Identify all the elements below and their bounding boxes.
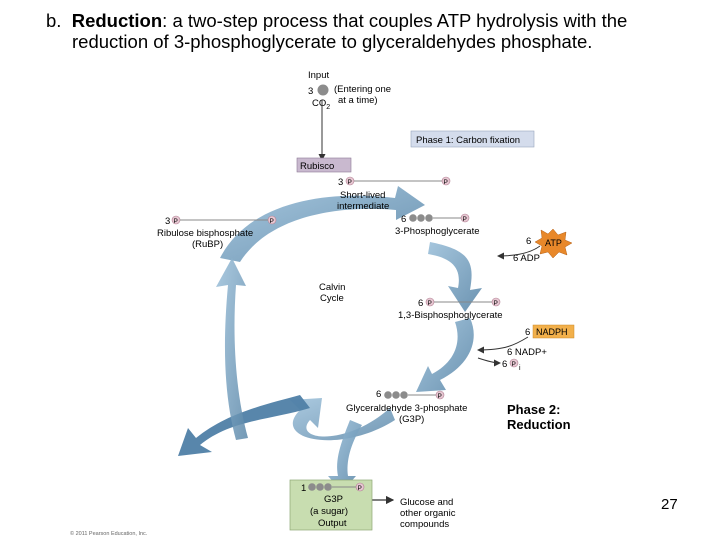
cycle-label-line2: Cycle [320, 293, 344, 304]
phosphate-label: P [358, 485, 362, 492]
short-lived-count: 3 [338, 177, 343, 188]
phase2-line1: Phase 2: [507, 402, 571, 417]
g3p6-line2: (G3P) [399, 414, 424, 425]
pi-count: 6 [502, 359, 507, 370]
cycle-arrow-lower-right [416, 318, 474, 392]
bpg-name: 1,3-Bisphosphoglycerate [398, 310, 503, 321]
input-title: Input [308, 70, 329, 81]
g3p6-count: 6 [376, 389, 381, 400]
co2-carbon-icon [318, 85, 329, 96]
atp-label: ATP [545, 238, 562, 248]
input-count: 3 [308, 86, 313, 97]
output-line1: G3P [324, 494, 343, 505]
glucose-line3: compounds [400, 519, 449, 530]
pga-count: 6 [401, 214, 406, 225]
rubp-line1: Ribulose bisphosphate [157, 228, 253, 239]
pga-name: 3-Phosphoglycerate [395, 226, 480, 237]
output-line2: (a sugar) [310, 506, 348, 517]
copyright: © 2011 Pearson Education, Inc. [70, 530, 148, 537]
phosphate-label: P [438, 393, 442, 400]
slide-number: 27 [661, 496, 678, 513]
g3p6-molecule: P [384, 391, 444, 400]
input-note-line1: (Entering one [334, 84, 391, 95]
input-molecule-text: CO [312, 98, 326, 109]
g3p6-line1: Glyceraldehyde 3-phosphate [346, 403, 467, 414]
short-lived-line2: intermediate [337, 201, 389, 212]
pga-molecule: P [409, 214, 469, 223]
glucose-line1: Glucose and [400, 497, 453, 508]
bpg-count: 6 [418, 298, 423, 309]
phosphate-label: P [174, 218, 178, 225]
nadp-label: 6 NADP+ [507, 347, 547, 358]
short-lived-line1: Short-lived [340, 190, 385, 201]
phase1-label: Phase 1: Carbon fixation [416, 135, 520, 146]
pi-release-arrow [478, 358, 500, 363]
phosphate-label: P [428, 300, 432, 307]
cycle-arrow-top [220, 186, 425, 262]
glucose-line2: other organic [400, 508, 456, 519]
rubp-line2: (RuBP) [192, 239, 223, 250]
input-molecule: CO2 [312, 98, 330, 111]
atp-count: 6 [526, 236, 531, 247]
cycle-label-line1: Calvin [319, 282, 345, 293]
nadph-count: 6 [525, 327, 530, 338]
input-molecule-subscript: 2 [326, 104, 330, 111]
input-note-line2: at a time) [338, 95, 378, 106]
phase2-label: Phase 2: Reduction [507, 402, 571, 432]
phosphate-label: P [463, 216, 467, 223]
phase2-line2: Reduction [507, 417, 571, 432]
output-count: 1 [301, 483, 306, 494]
nadph-label: NADPH [536, 327, 568, 337]
short-lived-molecule: P P [346, 177, 450, 186]
rubisco-label: Rubisco [300, 161, 334, 172]
pi-subscript: i [519, 365, 521, 372]
phosphate-label: P [444, 179, 448, 186]
output-line3: Output [318, 518, 347, 529]
pi-symbol: P [512, 361, 516, 368]
rubp-count: 3 [165, 216, 170, 227]
phosphate-label: P [270, 218, 274, 225]
phosphate-label: P [348, 179, 352, 186]
adp-label: 6 ADP [513, 253, 540, 264]
phosphate-label: P [494, 300, 498, 307]
